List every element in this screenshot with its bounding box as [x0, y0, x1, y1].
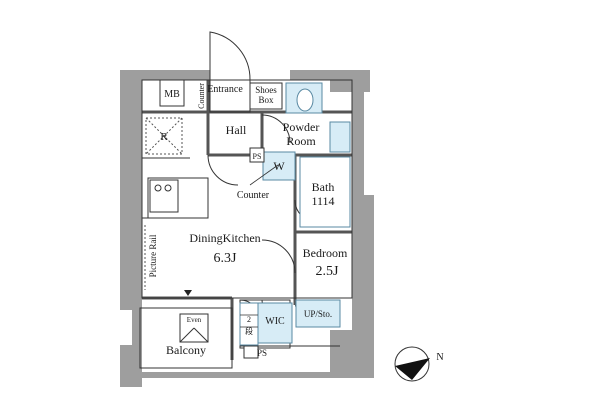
- bedroom-door: [261, 239, 296, 274]
- compass-circle: [394, 346, 430, 382]
- label-stair-1: 2: [247, 315, 251, 324]
- walls: [120, 70, 374, 387]
- label-bedroom-size: 2.5J: [316, 264, 340, 279]
- label-r: R: [160, 131, 168, 143]
- label-picture-rail: Picture Rail: [148, 234, 158, 277]
- fixtures: [239, 82, 351, 346]
- label-w: W: [273, 159, 285, 173]
- label-wic: WIC: [265, 316, 285, 327]
- entrance-door: [209, 31, 251, 81]
- compass: N: [394, 346, 444, 382]
- up-storage-area: [295, 299, 341, 328]
- label-dining-kitchen-size: 6.3J: [214, 251, 238, 266]
- toilet-icon: [296, 88, 314, 112]
- washer-area: [262, 151, 296, 181]
- refrigerator: [145, 117, 183, 155]
- ps-box-bottom: [243, 345, 259, 359]
- pillar-bottom-right: [330, 330, 374, 375]
- label-dining-kitchen: DiningKitchen: [189, 231, 260, 245]
- powder-door: [261, 114, 291, 144]
- balcony-rail: [120, 372, 374, 378]
- label-mb: MB: [164, 89, 180, 100]
- wall-left-lower: [132, 295, 142, 355]
- compass-north-label: N: [436, 352, 443, 363]
- stair-area: [239, 302, 259, 346]
- wall-right-column: [330, 70, 370, 92]
- hall-door: [207, 154, 239, 186]
- wall-left: [120, 80, 142, 310]
- ps-box-top: [249, 147, 265, 163]
- label-balcony: Balcony: [166, 343, 206, 357]
- label-stair-2: 段: [245, 326, 253, 336]
- label-up-storage: UP/Sto.: [304, 309, 332, 319]
- label-counter: Counter: [237, 190, 270, 201]
- bath-tub: [299, 156, 351, 228]
- label-shoes: Shoes: [255, 85, 277, 95]
- label-bath: Bath: [312, 180, 335, 194]
- wall-top-left: [120, 70, 210, 80]
- triangle-marker: [184, 290, 192, 296]
- wall-right-lower: [352, 195, 374, 370]
- sink-area: [329, 121, 351, 153]
- mb-box: [159, 79, 185, 107]
- label-ps-top: PS: [253, 152, 262, 161]
- stair-lines: [240, 314, 258, 328]
- counter-leader: [249, 164, 279, 186]
- label-bedroom: Bedroom: [303, 246, 348, 260]
- label-ps-bottom: PS: [257, 348, 267, 358]
- label-hall: Hall: [226, 123, 247, 137]
- compass-needle-icon: [395, 358, 430, 380]
- label-bath-size: 1114: [311, 194, 334, 208]
- label-entrance: Entrance: [207, 84, 243, 95]
- wall-right-upper: [352, 80, 364, 200]
- label-counter-vertical: Counter: [197, 83, 206, 109]
- label-even: Even: [187, 316, 202, 324]
- label-powder: Powder: [283, 120, 320, 134]
- wall-top-right: [290, 70, 362, 80]
- label-box: Box: [258, 95, 274, 105]
- label-room: Room: [286, 134, 316, 148]
